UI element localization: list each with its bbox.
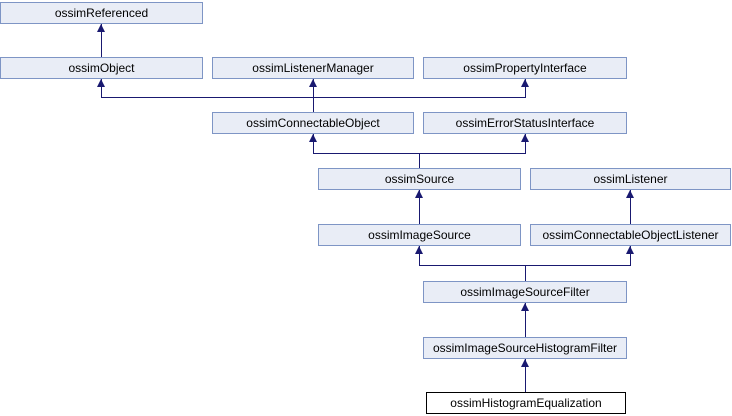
class-node-ossimPropertyInterface[interactable]: ossimPropertyInterface [423,57,627,79]
class-node-ossimSource[interactable]: ossimSource [318,168,521,190]
edge-line-histfilter-to-filter [525,303,526,337]
edge-line-source-stem [419,153,420,168]
arrowhead-up-icon [521,134,529,142]
edge-line-connectable-to-listenermanager [313,79,314,112]
edge-line-colistener-to-listener [630,190,631,224]
edge-line-connectable-to-object [101,79,102,98]
arrowhead-up-icon [521,79,529,87]
class-node-ossimObject[interactable]: ossimObject [0,57,203,79]
arrowhead-up-icon [97,79,105,87]
edge-line-object-to-referenced [101,24,102,57]
class-node-ossimListener[interactable]: ossimListener [530,168,731,190]
arrowhead-up-icon [97,24,105,32]
class-node-ossimReferenced[interactable]: ossimReferenced [0,2,203,24]
arrowhead-up-icon [309,134,317,142]
edge-line-source-to-connectable [313,134,314,154]
edge-line-imagesource-to-source [419,190,420,224]
class-node-ossimHistogramEqualization: ossimHistogramEqualization [426,392,626,414]
arrowhead-up-icon [626,246,634,254]
edge-line-connectable-to-propertyinterface [525,79,526,98]
class-node-ossimImageSourceHistogramFilter[interactable]: ossimImageSourceHistogramFilter [423,337,627,359]
arrowhead-up-icon [521,303,529,311]
arrowhead-up-icon [309,79,317,87]
edge-line-filter-to-colistener [630,246,631,266]
edge-line-filter-stem [525,265,526,281]
arrowhead-up-icon [415,246,423,254]
class-node-ossimConnectableObjectListener[interactable]: ossimConnectableObjectListener [530,224,731,246]
arrowhead-up-icon [415,190,423,198]
class-node-ossimErrorStatusInterface[interactable]: ossimErrorStatusInterface [423,112,627,134]
edge-line-source-to-errorstatus [525,134,526,154]
arrowhead-up-icon [626,190,634,198]
arrowhead-up-icon [521,359,529,367]
class-node-ossimConnectableObject[interactable]: ossimConnectableObject [212,112,414,134]
edge-line-filter-to-imagesource [419,246,420,266]
class-node-ossimImageSourceFilter[interactable]: ossimImageSourceFilter [423,281,627,303]
class-node-ossimImageSource[interactable]: ossimImageSource [318,224,521,246]
class-node-ossimListenerManager[interactable]: ossimListenerManager [212,57,414,79]
edge-line-equalization-to-histfilter [525,359,526,392]
